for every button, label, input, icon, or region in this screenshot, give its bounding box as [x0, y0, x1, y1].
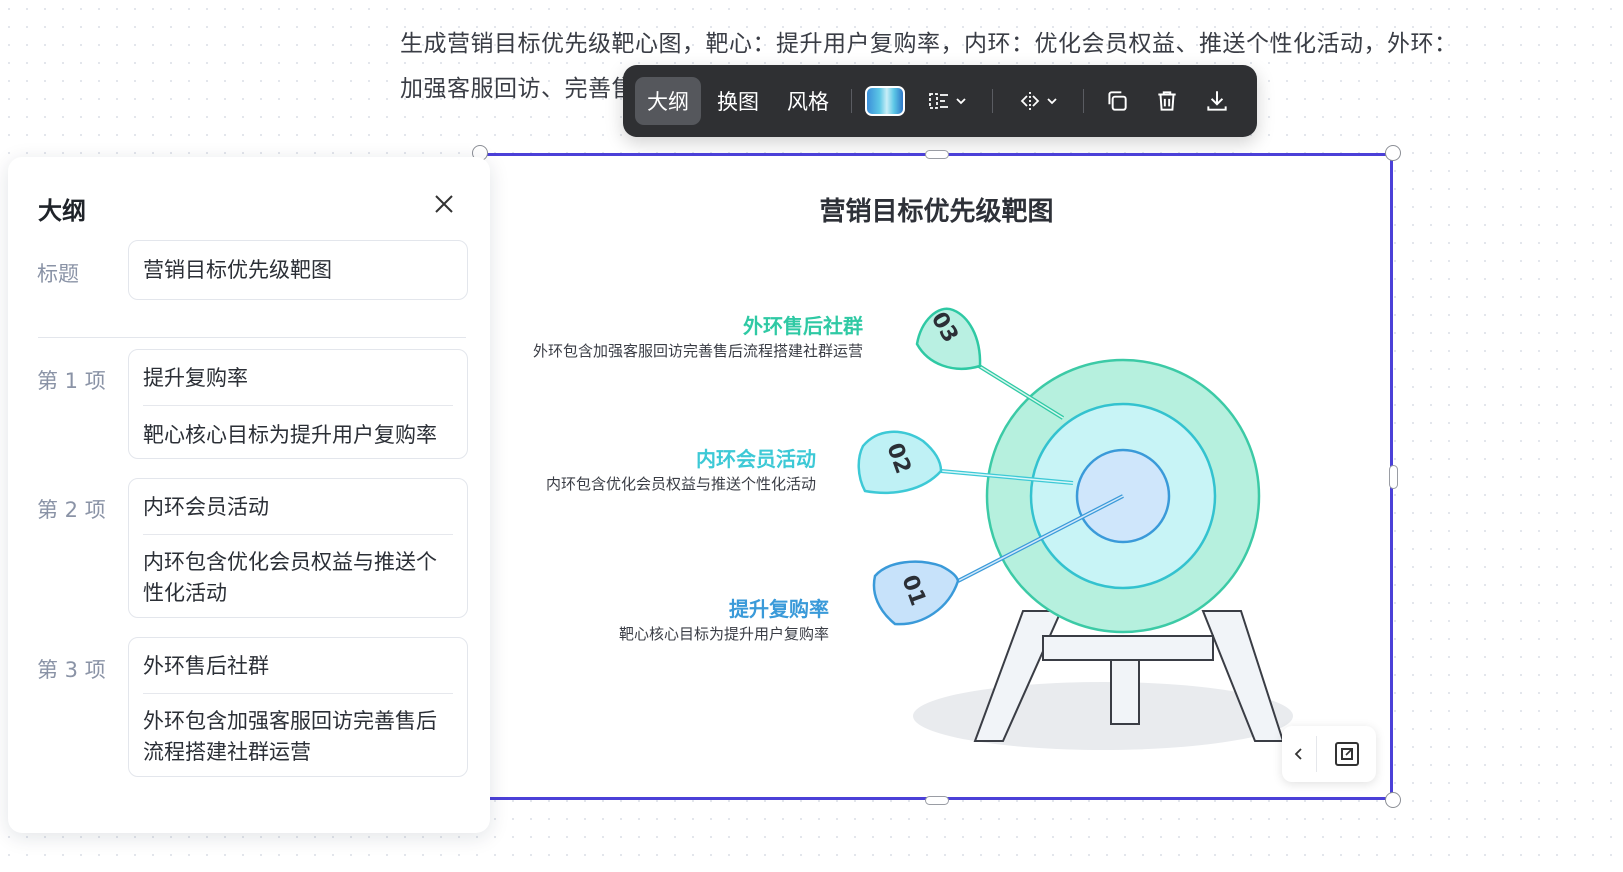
- copy-icon: [1108, 91, 1127, 111]
- toolbar-divider: [1083, 89, 1084, 113]
- item-03-title: 外环售后社群: [743, 314, 863, 338]
- item-3-name[interactable]: 外环售后社群: [143, 654, 269, 678]
- chevron-down-icon: [1047, 98, 1057, 105]
- copy-button[interactable]: [1094, 77, 1140, 125]
- item-2-field[interactable]: 内环会员活动 内环包含优化会员权益与推送个性化活动: [128, 478, 468, 618]
- item-3-field[interactable]: 外环售后社群 外环包含加强客服回访完善售后流程搭建社群运营: [128, 637, 468, 777]
- item-3-desc[interactable]: 外环包含加强客服回访完善售后流程搭建社群运营: [143, 709, 437, 764]
- swap-chart-button[interactable]: 换图: [717, 90, 759, 114]
- flip-dropdown[interactable]: [1003, 77, 1073, 125]
- flip-icon: [1020, 92, 1040, 110]
- stand-bar: [1042, 635, 1214, 661]
- target-illustration: [857, 307, 1293, 750]
- resize-handle-top-right[interactable]: [1385, 145, 1401, 161]
- download-icon: [1207, 91, 1227, 111]
- layout-dropdown[interactable]: [912, 77, 982, 125]
- chevron-down-icon: [956, 98, 966, 105]
- resize-handle-bottom-right[interactable]: [1385, 792, 1401, 808]
- close-icon: [435, 195, 453, 213]
- panel-title: 大纲: [38, 197, 86, 225]
- item-02-title: 内环会员活动: [696, 447, 816, 471]
- field-divider: [143, 534, 453, 535]
- item-02-desc: 内环包含优化会员权益与推送个性化活动: [545, 475, 816, 493]
- dart-02-flight: [857, 430, 943, 495]
- title-label: 标题: [37, 262, 79, 286]
- fit-screen-icon: [1334, 742, 1359, 766]
- item-2-label: 第 2 项: [37, 498, 106, 522]
- infographic-canvas[interactable]: 营销目标优先级靶图 03 02 01 外环售后社群 外环包含加强客服回访完善售后…: [480, 153, 1393, 800]
- color-theme-button[interactable]: [862, 77, 908, 125]
- stand-post: [1110, 655, 1140, 725]
- resize-handle-right[interactable]: [1389, 465, 1398, 489]
- toolbar-divider: [992, 89, 993, 113]
- chevron-left-icon: [1294, 748, 1302, 760]
- item-3-label: 第 3 项: [37, 658, 106, 682]
- trash-icon: [1158, 91, 1176, 111]
- collapse-button[interactable]: [1282, 726, 1316, 782]
- download-button[interactable]: [1194, 77, 1240, 125]
- item-2-desc[interactable]: 内环包含优化会员权益与推送个性化活动: [143, 550, 437, 605]
- title-field[interactable]: 营销目标优先级靶图: [128, 240, 468, 300]
- fit-view-button[interactable]: [1317, 740, 1376, 768]
- close-button[interactable]: [432, 192, 458, 218]
- field-divider: [143, 405, 453, 406]
- title-field-value[interactable]: 营销目标优先级靶图: [143, 258, 332, 282]
- controls-divider: [1316, 736, 1317, 772]
- resize-handle-top[interactable]: [925, 150, 949, 159]
- item-1-field[interactable]: 提升复购率 靶心核心目标为提升用户复购率: [128, 349, 468, 459]
- item-03-desc: 外环包含加强客服回访完善售后流程搭建社群运营: [532, 342, 863, 360]
- outline-panel: 大纲 标题 营销目标优先级靶图 第 1 项 提升复购率 靶心核心目标为提升用户复…: [8, 157, 490, 833]
- canvas-controls: [1282, 726, 1376, 782]
- delete-button[interactable]: [1144, 77, 1190, 125]
- style-button[interactable]: 风格: [787, 90, 829, 114]
- item-1-desc[interactable]: 靶心核心目标为提升用户复购率: [143, 423, 437, 447]
- toolbar-divider: [851, 89, 852, 113]
- dart-01-flight: [872, 560, 960, 626]
- field-divider: [143, 693, 453, 694]
- item-1-name[interactable]: 提升复购率: [143, 366, 248, 390]
- resize-handle-bottom[interactable]: [925, 796, 949, 805]
- dart-03-flight: [915, 307, 982, 371]
- item-2-name[interactable]: 内环会员活动: [143, 495, 269, 519]
- outline-button[interactable]: 大纲: [635, 77, 701, 125]
- color-swatch-icon: [865, 86, 905, 116]
- item-01-desc: 靶心核心目标为提升用户复购率: [618, 625, 829, 643]
- chart-title: 营销目标优先级靶图: [819, 197, 1054, 227]
- panel-divider: [38, 337, 466, 338]
- item-01-title: 提升复购率: [729, 597, 829, 621]
- item-1-label: 第 1 项: [37, 369, 106, 393]
- floating-toolbar: 大纲 换图 风格: [623, 65, 1257, 137]
- layout-icon: [929, 93, 948, 109]
